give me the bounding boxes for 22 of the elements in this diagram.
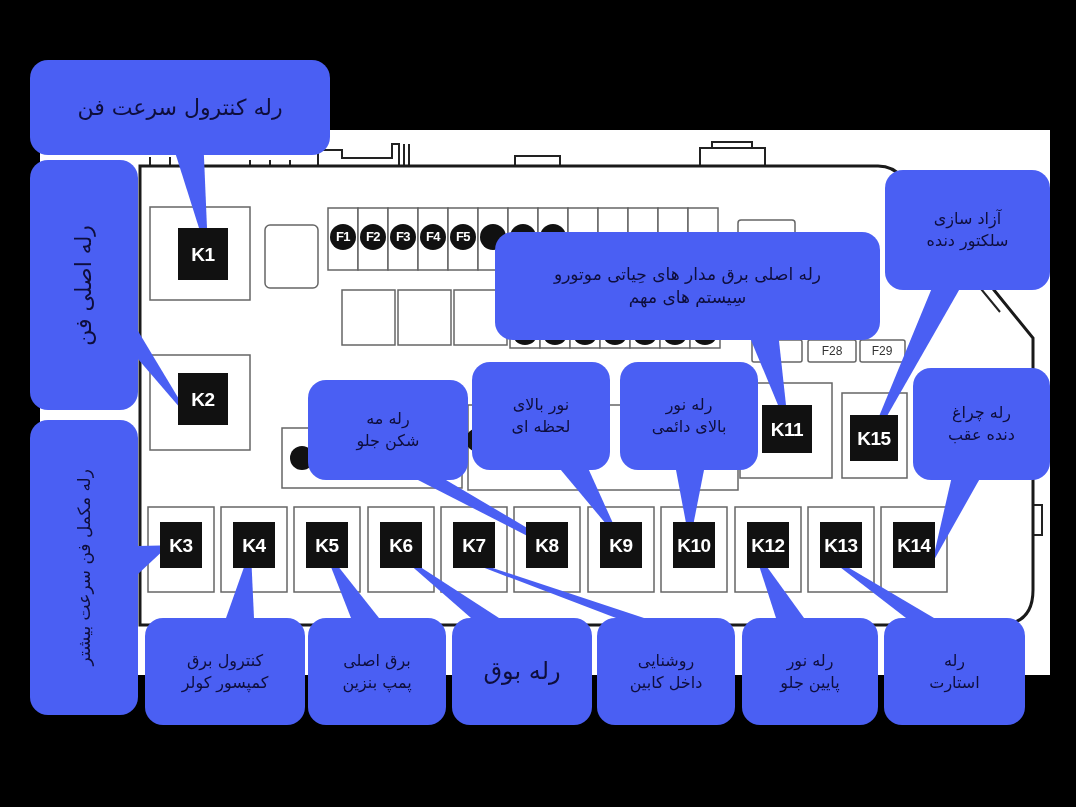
callout-bubble <box>30 60 330 155</box>
callout-bubble <box>30 420 138 715</box>
callout-bubble <box>884 618 1025 725</box>
callout-text: رله کنترول سرعت فن <box>77 93 283 122</box>
callout-bubble <box>885 170 1050 290</box>
callout-bubble <box>452 618 592 725</box>
callout-text: رله مکمل فن سرعت بیشتر <box>72 469 95 666</box>
callout-text: رله استارت <box>928 649 981 694</box>
callout-bubble <box>145 618 305 725</box>
callout-bubble <box>742 618 878 725</box>
callout-bubble <box>308 618 446 725</box>
callout-text: رله بوق <box>483 656 561 688</box>
callout-text: برق اصلی پمپ بنزین <box>341 649 413 694</box>
callout-text: کنترول برق کمپسور کولر <box>180 649 270 694</box>
callout-pointer <box>935 480 980 559</box>
callout-text: رله نور پایین جلو <box>778 649 841 694</box>
callout-text: روشنایی داخل کابین <box>628 649 704 694</box>
callout-text: آزاد سازی سلکتور دنده <box>925 208 1010 252</box>
callout-bubble <box>913 368 1050 480</box>
callout-text: رله اصلی فن <box>69 224 97 346</box>
callout-text: رله چراغ دنده عقب <box>947 402 1016 446</box>
callout-bubble <box>597 618 735 725</box>
